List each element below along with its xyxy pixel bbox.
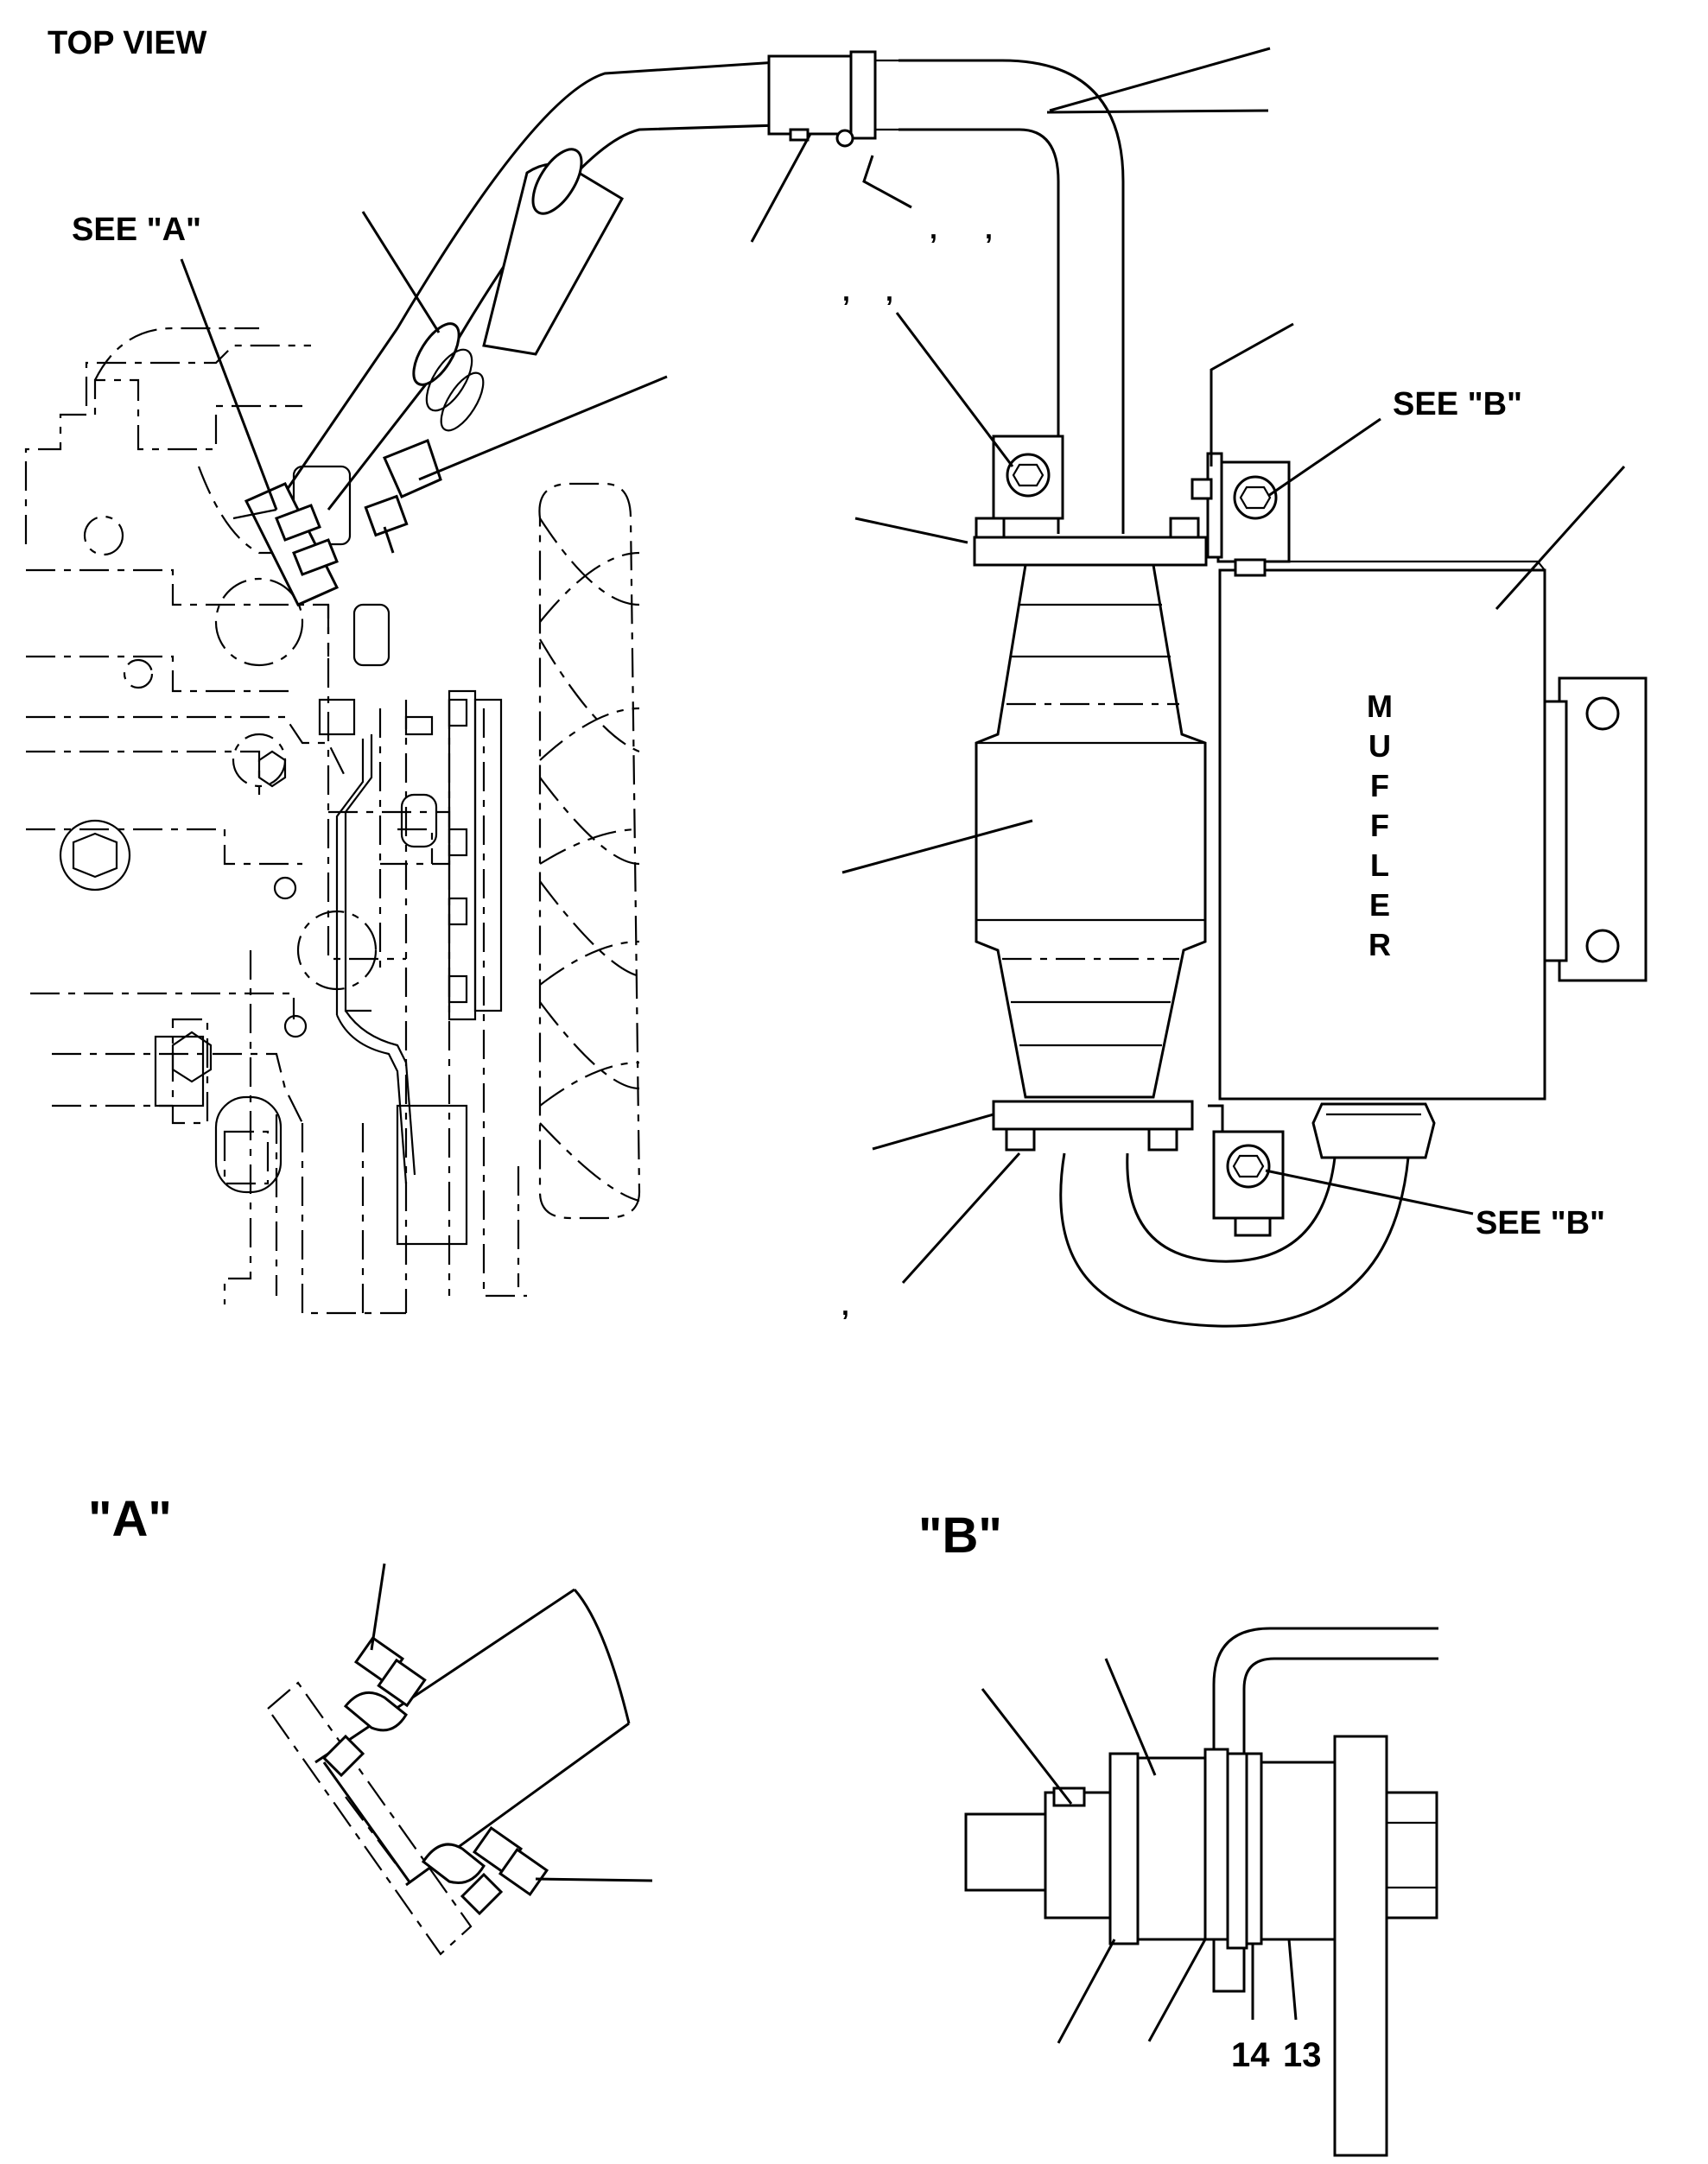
detail-a-title: "A" <box>88 1491 172 1547</box>
reference-commas: , , , , , <box>841 213 993 1321</box>
muffler-letter-1: M <box>1367 689 1393 724</box>
detail-b-drawing <box>964 1627 1438 2157</box>
muffler-letter-7: R <box>1368 927 1391 962</box>
ref-number-14: 14 <box>1231 2036 1270 2074</box>
ref-number-13: 13 <box>1283 2036 1322 2074</box>
radiator-fan <box>538 482 641 1220</box>
see-b-upper-label: SEE "B" <box>1393 386 1522 422</box>
comma-mark-1: , <box>930 213 937 244</box>
engine-hardware <box>59 465 503 1246</box>
catalytic-converter <box>973 517 1208 1152</box>
lower-bracket <box>1208 1104 1285 1237</box>
muffler <box>1059 560 1648 1328</box>
muffler-letter-6: E <box>1369 887 1390 923</box>
see-b-lower-label: SEE "B" <box>1476 1205 1605 1241</box>
exhaust-pipe <box>283 50 1125 554</box>
muffler-letter-3: F <box>1370 768 1389 803</box>
muffler-label: M U F F L E R <box>1367 689 1393 962</box>
detail-a-drawing <box>266 1563 653 1956</box>
leader-lines <box>180 47 1626 1285</box>
muffler-letter-5: L <box>1370 847 1389 883</box>
muffler-letter-4: F <box>1370 808 1389 843</box>
see-a-label: SEE "A" <box>72 212 201 248</box>
detail-b-title: "B" <box>918 1507 1002 1564</box>
comma-mark-4: , <box>886 276 893 307</box>
comma-mark-5: , <box>841 1290 849 1321</box>
comma-mark-2: , <box>985 213 993 244</box>
top-view-title: TOP VIEW <box>48 25 207 61</box>
manifold-clamp <box>232 482 340 606</box>
upper-bracket <box>992 435 1291 577</box>
comma-mark-3: , <box>842 276 850 307</box>
muffler-letter-2: U <box>1368 728 1391 764</box>
